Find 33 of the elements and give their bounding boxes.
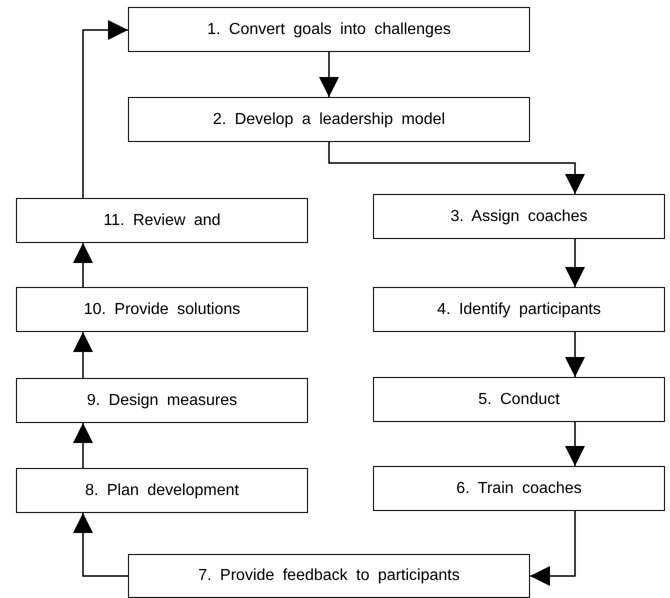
step-label: 2. Develop a leadership model: [212, 110, 446, 128]
process-box: [373, 287, 665, 332]
process-box: [16, 198, 308, 243]
step-label: 6. Train coaches: [456, 480, 582, 498]
step-label: 9. Design measures: [86, 392, 238, 410]
arrow: [530, 511, 576, 586]
arrow: [82, 20, 128, 198]
step-label: 10. Provide solutions: [84, 300, 240, 318]
step-label: 5. Conduct: [478, 390, 560, 408]
process-box: [128, 97, 530, 142]
arrow: [73, 513, 128, 577]
arrow: [73, 332, 93, 378]
arrow: [328, 142, 585, 194]
step-label: 7. Provide feedback to participants: [198, 567, 460, 585]
step-label: 3. Assign coaches: [450, 208, 588, 226]
process-box: [16, 468, 308, 513]
process-box: [128, 7, 530, 52]
process-box: [16, 378, 308, 423]
arrow: [319, 52, 339, 97]
step-label: 4. Identify participants: [437, 300, 601, 318]
process-box: [16, 287, 308, 332]
step-label: 11. Review and: [103, 212, 221, 230]
step-label: 1. Convert goals into challenges: [207, 20, 451, 38]
process-box: [373, 194, 665, 239]
step-label: 8. Plan development: [85, 482, 239, 500]
process-box: [373, 377, 665, 422]
arrow: [565, 422, 585, 466]
arrow: [565, 332, 585, 377]
arrow: [73, 243, 93, 287]
arrow: [565, 239, 585, 287]
process-box: [373, 466, 665, 511]
process-box: [128, 554, 530, 598]
arrow: [73, 423, 93, 468]
